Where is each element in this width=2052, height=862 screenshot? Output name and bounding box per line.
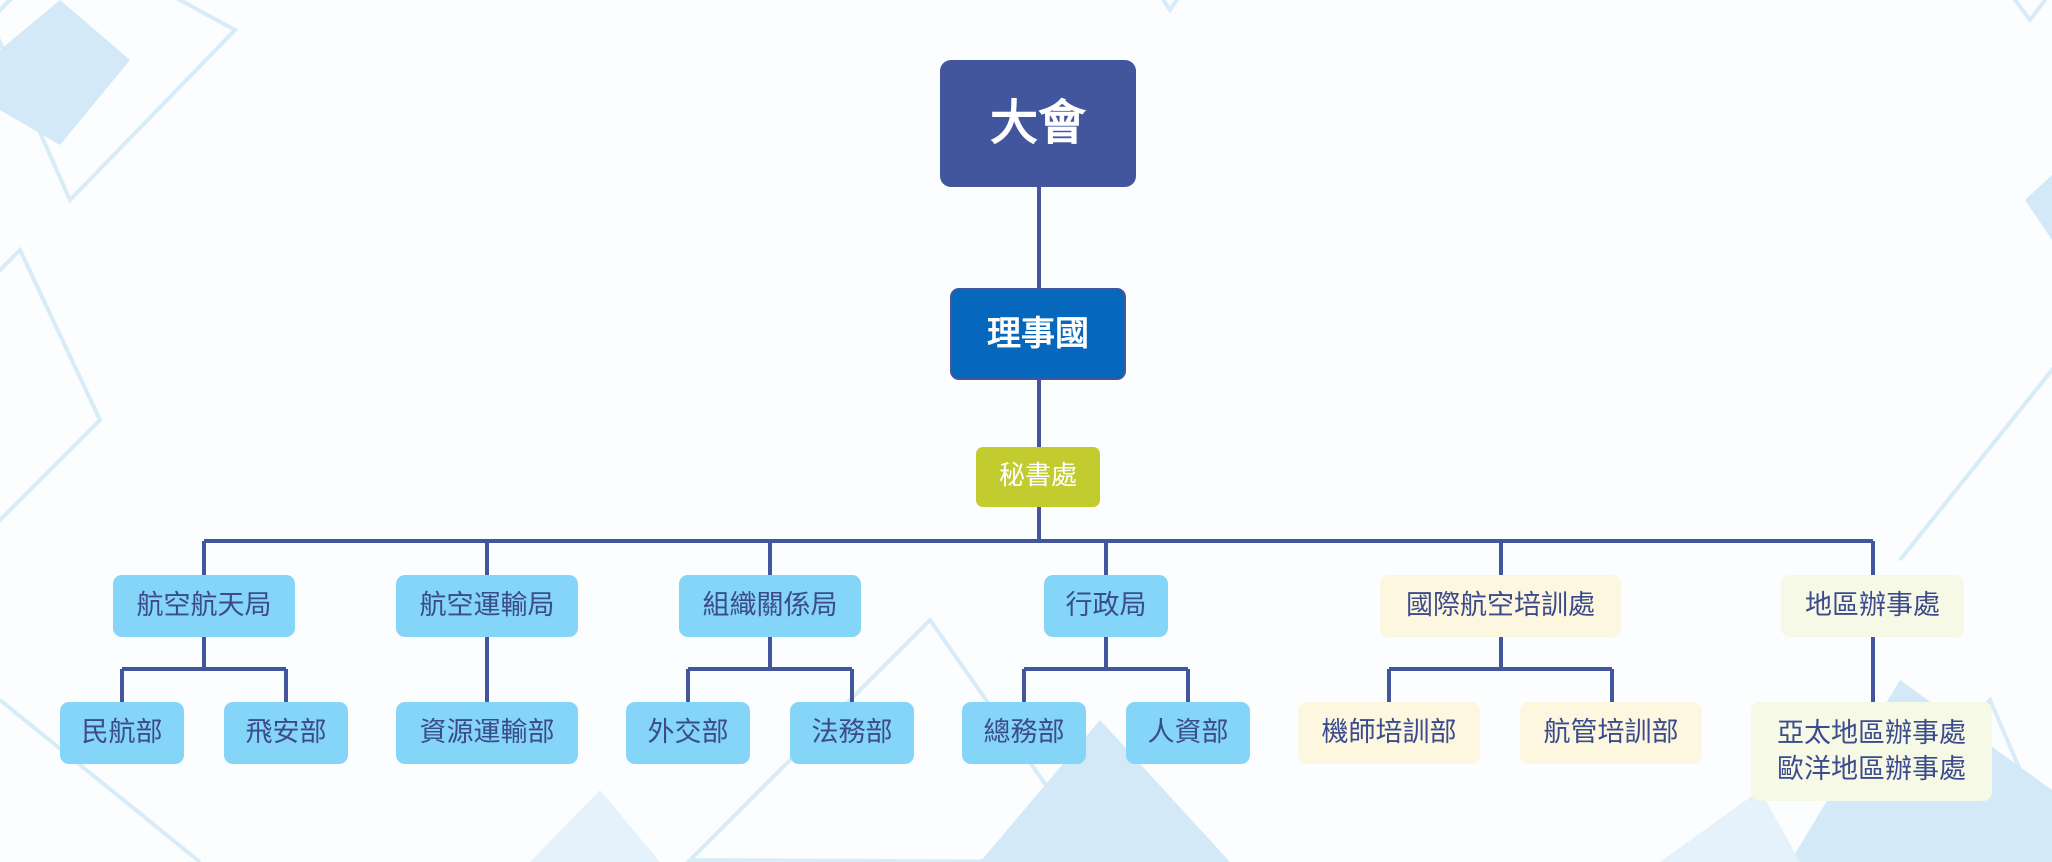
dept-resource-transport-label: 資源運輸部 xyxy=(419,717,555,749)
dept-civil-aviation-label: 民航部 xyxy=(81,717,163,749)
dept-pilot-training: 機師培訓部 xyxy=(1298,702,1480,764)
dept-legal-affairs: 法務部 xyxy=(790,702,914,764)
bureau-aviation-training: 國際航空培訓處 xyxy=(1380,575,1621,637)
bureau-regional-offices-label: 地區辦事處 xyxy=(1805,590,1940,622)
dept-euro-oceanic-office-label: 歐洋地區辦事處 xyxy=(1777,753,1966,785)
bureau-regional-offices: 地區辦事處 xyxy=(1781,575,1964,637)
dept-general-affairs: 總務部 xyxy=(962,702,1086,764)
bureau-organization-relations: 組織關係局 xyxy=(679,575,861,637)
bureau-aviation-training-label: 國際航空培訓處 xyxy=(1406,590,1595,622)
bureau-administration: 行政局 xyxy=(1044,575,1168,637)
dept-foreign-affairs: 外交部 xyxy=(626,702,750,764)
bureau-aerospace-label: 航空航天局 xyxy=(136,590,272,622)
bureau-air-transport: 航空運輸局 xyxy=(396,575,578,637)
general-assembly-label: 大會 xyxy=(989,95,1086,152)
dept-atc-training-label: 航管培訓部 xyxy=(1543,717,1679,749)
dept-human-resources-label: 人資部 xyxy=(1147,717,1229,749)
dept-regional-offices: 亞太地區辦事處 歐洋地區辦事處 xyxy=(1751,702,1992,801)
dept-foreign-affairs-label: 外交部 xyxy=(647,717,729,749)
general-assembly-box: 大會 xyxy=(940,60,1136,187)
dept-atc-training: 航管培訓部 xyxy=(1520,702,1702,764)
secretariat-label: 秘書處 xyxy=(998,461,1077,492)
dept-flight-safety-label: 飛安部 xyxy=(245,717,327,749)
bureau-aerospace: 航空航天局 xyxy=(113,575,295,637)
bureau-organization-relations-label: 組織關係局 xyxy=(702,590,838,622)
secretariat-box: 秘書處 xyxy=(976,447,1100,507)
dept-pilot-training-label: 機師培訓部 xyxy=(1321,717,1457,749)
council-label: 理事國 xyxy=(987,313,1089,354)
dept-civil-aviation: 民航部 xyxy=(60,702,184,764)
council-box: 理事國 xyxy=(950,288,1126,380)
dept-asia-pacific-office-label: 亞太地區辦事處 xyxy=(1777,718,1966,750)
dept-human-resources: 人資部 xyxy=(1126,702,1250,764)
bureau-administration-label: 行政局 xyxy=(1065,590,1147,622)
dept-resource-transport: 資源運輸部 xyxy=(396,702,578,764)
bureau-air-transport-label: 航空運輸局 xyxy=(419,590,555,622)
dept-flight-safety: 飛安部 xyxy=(224,702,348,764)
dept-legal-affairs-label: 法務部 xyxy=(811,717,893,749)
dept-general-affairs-label: 總務部 xyxy=(983,717,1065,749)
